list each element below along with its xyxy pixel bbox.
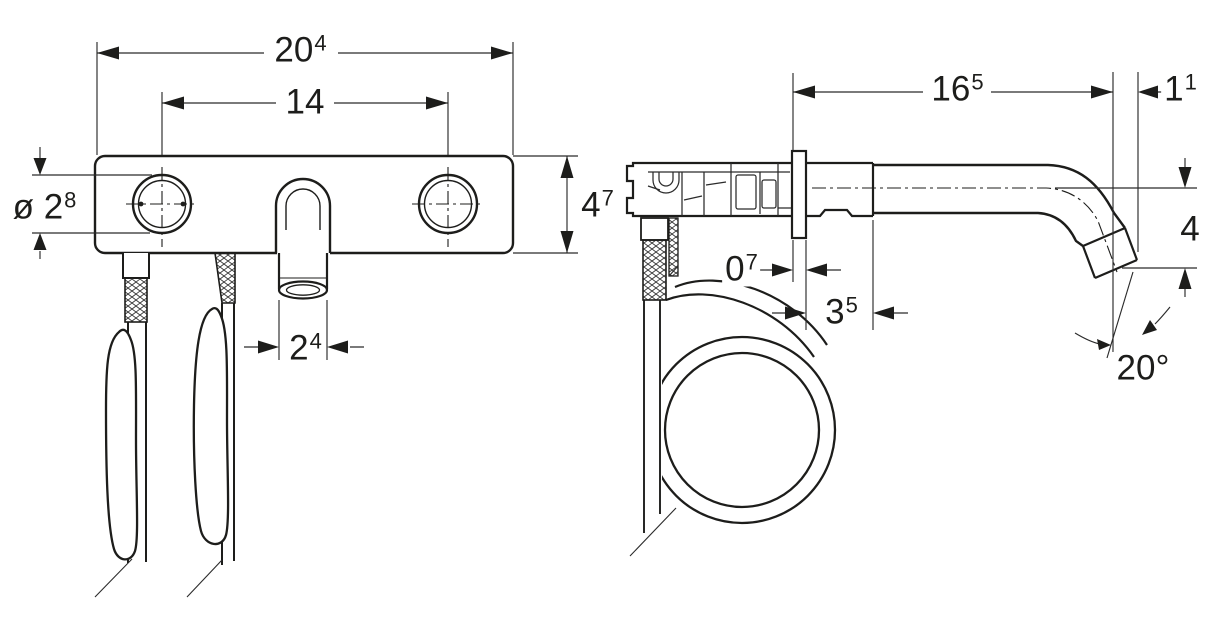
dim-outlet-angle: 20° [1113,350,1173,386]
braided-section [124,277,148,323]
dim-plate-height: 47 [578,187,616,223]
spout-outlet [274,177,332,300]
dim-flange-thickness: 07 [722,251,760,287]
hose-cut-line [94,558,133,598]
dim-handle-spacing: 14 [282,84,328,120]
hose-cut-line [186,559,223,598]
valve-internal-details [647,163,792,277]
dim-spout-drop: 4 [1177,211,1203,247]
wall-flange [790,149,808,240]
valve-body [625,161,792,277]
braided-section [214,252,236,304]
spout [806,161,1139,280]
handle-screw-dot [138,201,144,207]
side-view-dimensions [758,72,1197,359]
dim-overall-width: 204 [271,32,329,68]
dim-handle-diameter: ø 28 [12,187,77,227]
supply-hose-left [94,253,150,598]
hose-loop [192,306,230,546]
spout-axis-centerline [812,187,1118,273]
supply-hose-right [186,252,236,598]
dim-shank-length: 35 [822,294,860,330]
spout-tube-top [873,163,1126,229]
braided-strip [668,217,679,277]
hose-loop [104,328,139,561]
angle-reference-line [1106,271,1134,359]
spout-shank [806,161,875,218]
right-handle-rosette [412,167,484,247]
front-view [32,42,578,598]
dim-outlet-diameter: 24 [286,330,324,366]
left-handle-rosette [126,167,198,247]
hose-cut-line [629,507,677,557]
handle-screw-dot [180,201,186,207]
spout-tip-band [1081,226,1139,280]
front-view-dimensions [32,42,578,360]
spout-tube-bottom [873,211,1084,247]
side-supply-hose [629,217,679,557]
coiled-hose [647,279,837,525]
dim-tip-offset: 11 [1161,71,1199,107]
dim-spout-projection: 165 [928,71,986,107]
side-view [625,72,1197,557]
braided-section [642,239,667,301]
